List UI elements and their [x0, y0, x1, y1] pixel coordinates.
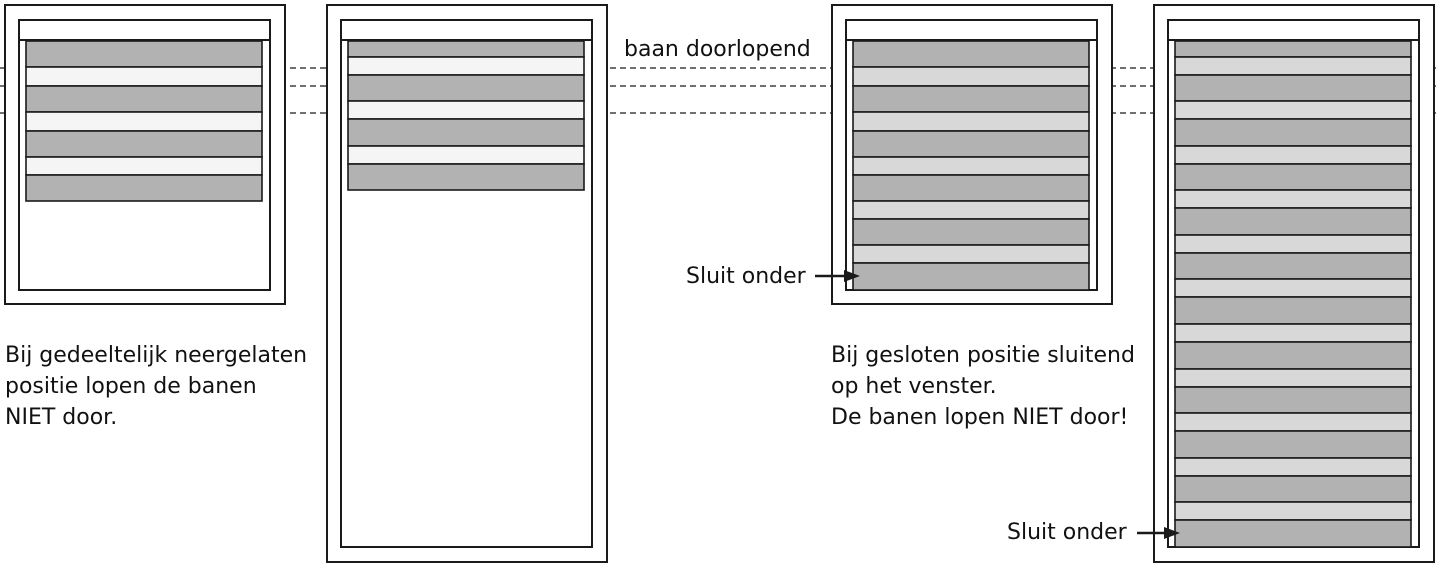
blind-bands — [1174, 40, 1412, 548]
band-dark — [852, 262, 1090, 291]
band-dark — [852, 174, 1090, 202]
arrow-right-icon — [815, 270, 860, 282]
headrail — [340, 19, 593, 41]
band-dark — [1174, 386, 1412, 414]
band-dark — [1174, 341, 1412, 370]
blind-bands — [347, 40, 585, 191]
band-light — [1174, 56, 1412, 76]
band-dark — [25, 85, 263, 113]
band-dark — [852, 85, 1090, 113]
caption-line: NIET door. — [5, 405, 117, 430]
caption-partial: Bij gedeeltelijk neergelaten positie lop… — [5, 343, 307, 430]
band-light — [25, 156, 263, 176]
band-light — [25, 66, 263, 87]
band-light — [347, 100, 585, 120]
band-dark — [1174, 430, 1412, 459]
headrail — [845, 19, 1098, 41]
caption-line: Bij gesloten positie sluitend — [831, 343, 1135, 368]
label-closes-bottom: Sluit onder — [1007, 520, 1128, 545]
blind-bands — [852, 40, 1090, 291]
band-dark — [25, 40, 263, 68]
band-light — [1174, 412, 1412, 432]
band-light — [1174, 100, 1412, 120]
band-dark — [1174, 475, 1412, 503]
band-dark — [1174, 40, 1412, 58]
headrail — [18, 19, 271, 41]
band-dark — [1174, 519, 1412, 548]
band-light — [1174, 145, 1412, 165]
band-dark — [852, 40, 1090, 68]
window-1-partial — [4, 4, 286, 305]
band-dark — [347, 118, 585, 147]
band-light — [852, 111, 1090, 132]
band-dark — [852, 130, 1090, 158]
arrow-right-icon — [1137, 527, 1180, 539]
band-light — [347, 145, 585, 165]
band-dark — [347, 163, 585, 191]
band-dark — [1174, 296, 1412, 325]
callout-window-3: Sluit onder — [686, 264, 860, 289]
band-light — [1174, 234, 1412, 254]
callout-window-4: Sluit onder — [1007, 520, 1180, 545]
blind-bands — [25, 40, 263, 202]
band-dark — [347, 40, 585, 58]
band-dark — [1174, 207, 1412, 236]
band-light — [1174, 323, 1412, 343]
band-dark — [1174, 118, 1412, 147]
band-dark — [347, 74, 585, 102]
band-dark — [1174, 252, 1412, 280]
band-light — [852, 66, 1090, 87]
band-light — [347, 56, 585, 76]
band-light — [1174, 457, 1412, 477]
caption-line: De banen lopen NIET door! — [831, 405, 1128, 430]
caption-line: op het venster. — [831, 374, 997, 399]
band-dark — [25, 174, 263, 202]
band-light — [1174, 501, 1412, 521]
caption-closed: Bij gesloten positie sluitend op het ven… — [831, 343, 1135, 430]
caption-line: Bij gedeeltelijk neergelaten — [5, 343, 307, 368]
band-light — [1174, 278, 1412, 298]
label-continuous: baan doorlopend — [624, 37, 811, 62]
band-dark — [1174, 163, 1412, 191]
window-4-closed — [1153, 4, 1435, 563]
band-light — [852, 244, 1090, 264]
band-dark — [25, 130, 263, 158]
band-dark — [852, 218, 1090, 246]
band-light — [1174, 368, 1412, 388]
window-3-closed — [831, 4, 1113, 305]
caption-line: positie lopen de banen — [5, 374, 257, 399]
band-light — [1174, 189, 1412, 209]
label-closes-bottom: Sluit onder — [686, 264, 807, 289]
headrail — [1167, 19, 1420, 41]
band-light — [852, 156, 1090, 176]
band-dark — [1174, 74, 1412, 102]
window-2-partial — [326, 4, 608, 563]
band-light — [25, 111, 263, 132]
band-light — [852, 200, 1090, 220]
